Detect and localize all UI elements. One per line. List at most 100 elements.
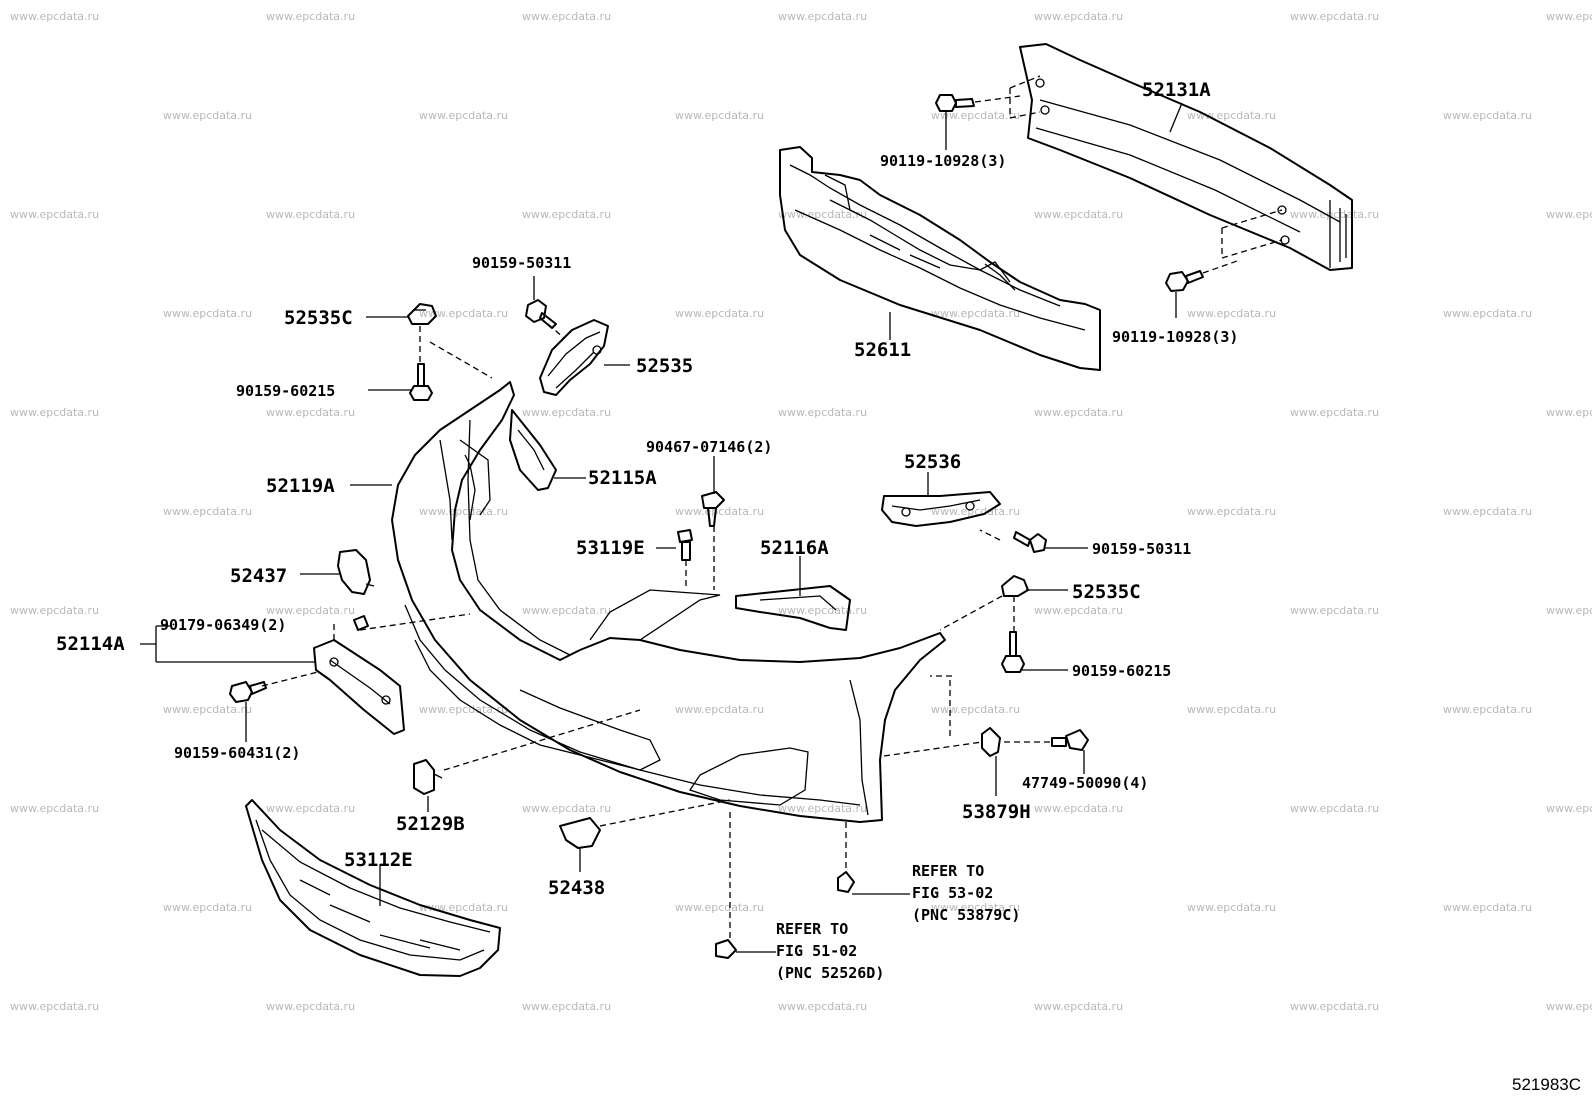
- watermark-text: www.epcdata.ru: [266, 1000, 355, 1013]
- watermark-text: www.epcdata.ru: [266, 10, 355, 23]
- watermark-text: www.epcdata.ru: [10, 208, 99, 221]
- watermark-text: www.epcdata.ru: [778, 10, 867, 23]
- watermark-text: www.epcdata.ru: [931, 703, 1020, 716]
- bracket-52114a: [313, 639, 405, 735]
- watermark-text: www.epcdata.ru: [1034, 604, 1123, 617]
- label-53119e: 53119E: [576, 537, 645, 559]
- watermark-text: www.epcdata.ru: [419, 505, 508, 518]
- cover-52437: [337, 549, 375, 595]
- label-52129b: 52129B: [396, 813, 465, 835]
- watermark-text: www.epcdata.ru: [1187, 307, 1276, 320]
- watermark-text: www.epcdata.ru: [675, 901, 764, 914]
- watermark-text: www.epcdata.ru: [1546, 1000, 1592, 1013]
- watermark-text: www.epcdata.ru: [266, 802, 355, 815]
- watermark-text: www.epcdata.ru: [675, 109, 764, 122]
- bolt-53119e: [677, 529, 693, 561]
- watermark-text: www.epcdata.ru: [931, 901, 1020, 914]
- label-52611: 52611: [854, 339, 911, 361]
- label-52119a: 52119A: [266, 475, 335, 497]
- figure-code: 521983C: [1512, 1075, 1581, 1094]
- watermark-text: www.epcdata.ru: [419, 109, 508, 122]
- ref-53-line2: FIG 53-02: [912, 884, 993, 902]
- watermark-text: www.epcdata.ru: [778, 802, 867, 815]
- watermark-text: www.epcdata.ru: [1034, 802, 1123, 815]
- watermark-text: www.epcdata.ru: [163, 109, 252, 122]
- watermark-text: www.epcdata.ru: [10, 10, 99, 23]
- label-52535: 52535: [636, 355, 693, 377]
- watermark-text: www.epcdata.ru: [10, 406, 99, 419]
- watermark-text: www.epcdata.ru: [1290, 802, 1379, 815]
- watermark-text: www.epcdata.ru: [522, 1000, 611, 1013]
- ref-51-line1: REFER TO: [776, 920, 848, 938]
- clip-ref-52526d: [715, 939, 737, 959]
- bracket-53879h: [981, 727, 1001, 757]
- label-52535c-right: 52535C: [1072, 581, 1141, 603]
- label-52114a: 52114A: [56, 633, 125, 655]
- watermark-text: www.epcdata.ru: [778, 604, 867, 617]
- ref-53-line3: (PNC 53879C): [912, 906, 1020, 924]
- grille-53112e: [245, 799, 501, 977]
- watermark-text: www.epcdata.ru: [1290, 208, 1379, 221]
- watermark-text: www.epcdata.ru: [10, 1000, 99, 1013]
- watermark-text: www.epcdata.ru: [522, 208, 611, 221]
- label-53879h: 53879H: [962, 801, 1031, 823]
- bumper-cover-52119a: [391, 381, 946, 823]
- clip-ref-53879c: [837, 871, 855, 893]
- watermark-text: www.epcdata.ru: [10, 802, 99, 815]
- label-90159-60215-left: 90159-60215: [236, 382, 335, 400]
- watermark-text: www.epcdata.ru: [778, 208, 867, 221]
- watermark-text: www.epcdata.ru: [1034, 406, 1123, 419]
- label-90159-60215-right: 90159-60215: [1072, 662, 1171, 680]
- ref-51-line2: FIG 51-02: [776, 942, 857, 960]
- watermark-text: www.epcdata.ru: [1290, 406, 1379, 419]
- energy-absorber-52611: [779, 146, 1101, 371]
- label-90159-50311-right: 90159-50311: [1092, 540, 1191, 558]
- screw-90159-60215-left: [409, 363, 433, 401]
- watermark-text: www.epcdata.ru: [675, 703, 764, 716]
- watermark-text: www.epcdata.ru: [522, 802, 611, 815]
- watermark-text: www.epcdata.ru: [1187, 901, 1276, 914]
- watermark-text: www.epcdata.ru: [522, 10, 611, 23]
- bolt-90119-10928-top: [935, 75, 1041, 119]
- watermark-text: www.epcdata.ru: [163, 307, 252, 320]
- bracket-52535: [539, 319, 609, 396]
- screw-90159-50311-right: [1013, 531, 1047, 553]
- watermark-text: www.epcdata.ru: [419, 307, 508, 320]
- reference-notes: REFER TO FIG 53-02 (PNC 53879C) REFER TO…: [776, 862, 1020, 982]
- watermark-text: www.epcdata.ru: [1443, 109, 1532, 122]
- watermark-text: www.epcdata.ru: [1034, 208, 1123, 221]
- bracket-52115a: [509, 409, 557, 491]
- label-53112e: 53112E: [344, 849, 413, 871]
- label-90467-07146: 90467-07146(2): [646, 438, 772, 456]
- clip-52535c-left: [407, 303, 437, 325]
- watermark-text: www.epcdata.ru: [266, 406, 355, 419]
- watermark-text: www.epcdata.ru: [419, 703, 508, 716]
- watermark-text: www.epcdata.ru: [1443, 505, 1532, 518]
- reinforcement-bar-52131a: [1019, 43, 1353, 271]
- watermark-text: www.epcdata.ru: [163, 505, 252, 518]
- label-52438: 52438: [548, 877, 605, 899]
- watermark-text: www.epcdata.ru: [1034, 1000, 1123, 1013]
- watermark-text: www.epcdata.ru: [931, 109, 1020, 122]
- watermark-text: www.epcdata.ru: [266, 604, 355, 617]
- watermark-text: www.epcdata.ru: [1546, 406, 1592, 419]
- cap-52129b: [413, 759, 443, 795]
- watermark-text: www.epcdata.ru: [1034, 10, 1123, 23]
- watermark-text: www.epcdata.ru: [1187, 703, 1276, 716]
- label-90159-60431: 90159-60431(2): [174, 744, 300, 762]
- watermark-text: www.epcdata.ru: [778, 1000, 867, 1013]
- label-52437: 52437: [230, 565, 287, 587]
- bolt-90159-60431: [229, 681, 267, 703]
- label-47749-50090: 47749-50090(4): [1022, 774, 1148, 792]
- watermark-layer: www.epcdata.ru www.epcdata.ru www.epcdata.…: [10, 10, 1592, 1013]
- watermark-text: www.epcdata.ru: [522, 604, 611, 617]
- label-52131a: 52131A: [1142, 79, 1211, 101]
- watermark-text: www.epcdata.ru: [1443, 307, 1532, 320]
- watermark-text: www.epcdata.ru: [1187, 505, 1276, 518]
- watermark-text: www.epcdata.ru: [163, 703, 252, 716]
- watermark-text: www.epcdata.ru: [675, 307, 764, 320]
- clip-52535c-right: [1001, 575, 1029, 597]
- watermark-text: www.epcdata.ru: [1290, 10, 1379, 23]
- watermark-text: www.epcdata.ru: [419, 901, 508, 914]
